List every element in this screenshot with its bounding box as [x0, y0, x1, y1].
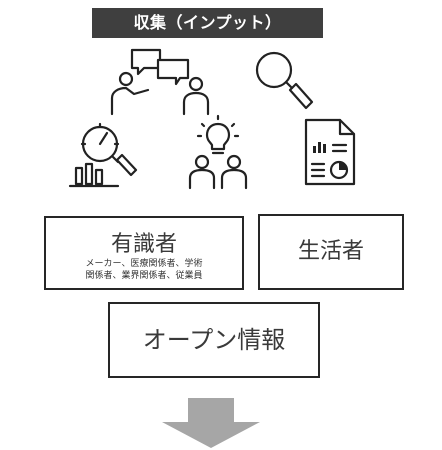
- section-title: 収集（インプット）: [92, 8, 323, 38]
- magnifier-icon: [255, 51, 314, 110]
- experts-description-line2: 関係者、業界関係者、従業員: [85, 271, 203, 281]
- discussion-people-icon: [110, 48, 210, 116]
- experts-title: 有識者: [110, 232, 177, 257]
- report-document-icon: [304, 118, 356, 186]
- open-info-box: オープン情報: [108, 302, 320, 378]
- consumers-title: 生活者: [297, 239, 364, 264]
- idea-team-icon: [188, 114, 248, 190]
- gauge-analysis-icon: [68, 122, 138, 188]
- consumers-box: 生活者: [258, 214, 404, 290]
- down-arrow-icon: [162, 398, 260, 448]
- open-info-title: オープン情報: [142, 326, 286, 354]
- experts-box: 有識者 メーカー、医療関係者、学術 関係者、業界関係者、従業員: [44, 216, 244, 290]
- experts-description: メーカー、医療関係者、学術 関係者、業界関係者、従業員: [50, 258, 238, 282]
- experts-description-line1: メーカー、医療関係者、学術: [85, 259, 203, 269]
